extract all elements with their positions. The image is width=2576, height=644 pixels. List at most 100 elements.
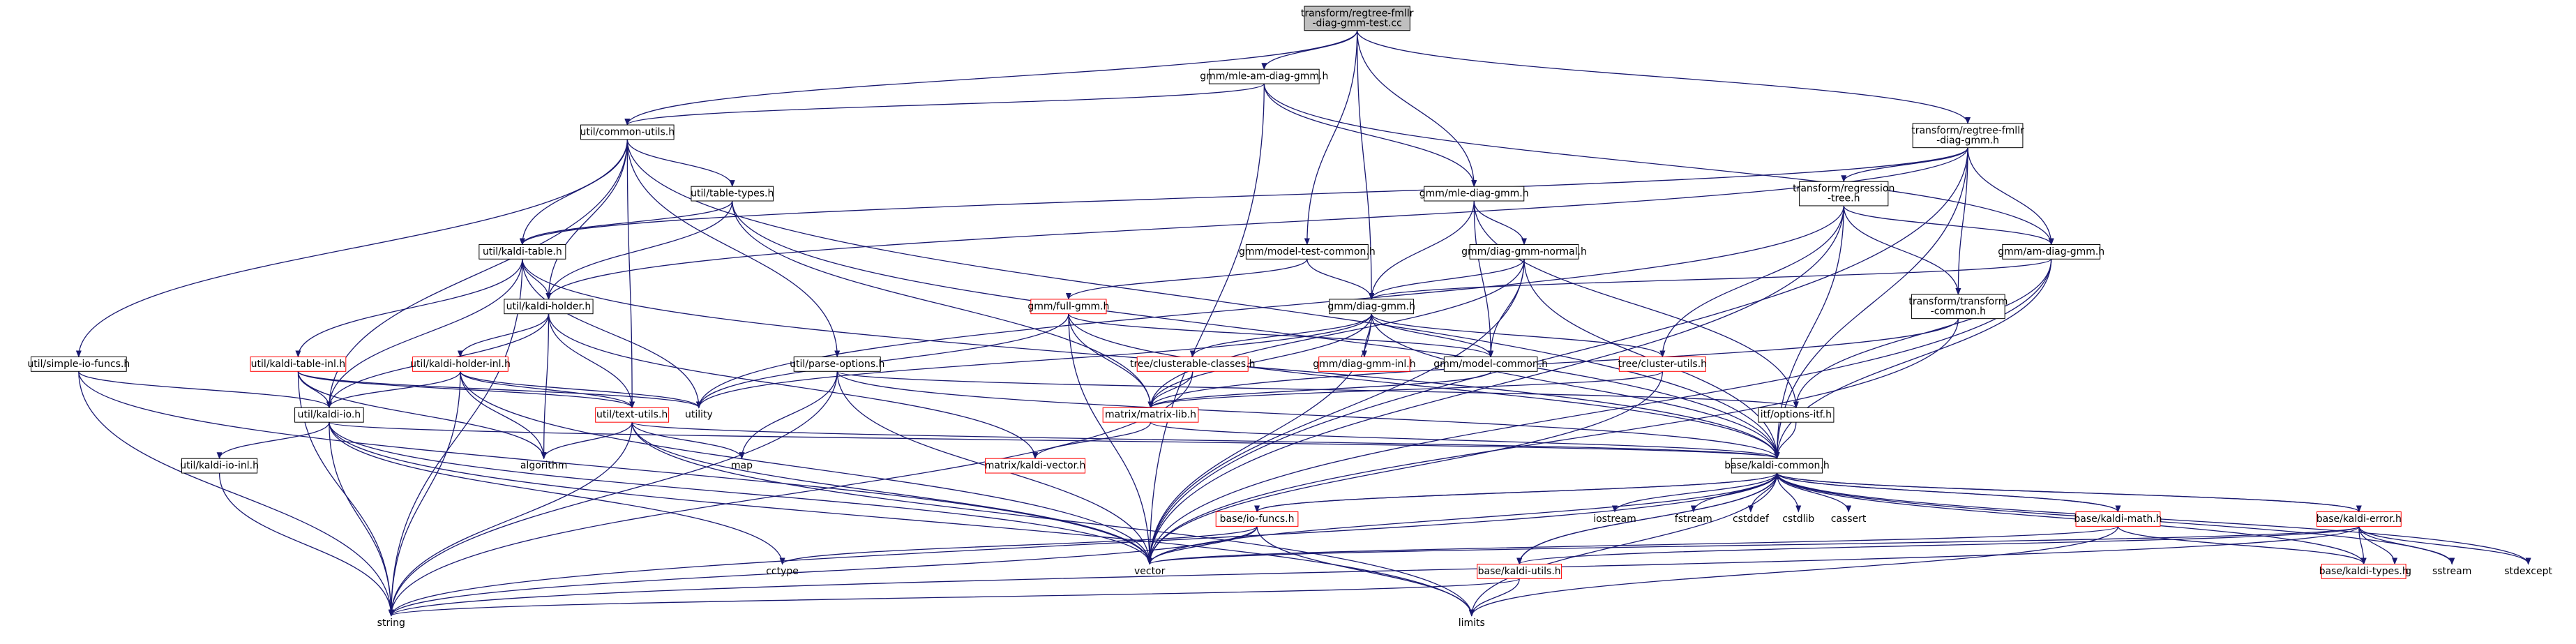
node-box-root <box>1304 6 1410 31</box>
node-label-io_funcs: base/io-funcs.h <box>1220 514 1295 525</box>
edge-kaldi_common-to-limits <box>1468 473 1778 617</box>
node-mle_am[interactable]: gmm/mle-am-diag-gmm.h <box>1200 68 1328 84</box>
node-parse_options[interactable]: util/parse-options.h <box>790 356 884 372</box>
edge-transform_common-to-vector <box>1147 318 1959 565</box>
edge-kaldi_math-to-vector <box>1147 525 2119 565</box>
node-mle_diag[interactable]: gmm/mle-diag-gmm.h <box>1419 186 1529 202</box>
node-regression[interactable]: transform/regression-tree.h <box>1793 181 1895 207</box>
node-box-mle_am <box>1208 68 1320 84</box>
node-label-limits: limits <box>1459 617 1485 629</box>
node-label-regression: -tree.h <box>1828 193 1860 204</box>
node-label-io_inl: util/kaldi-io-inl.h <box>180 460 259 472</box>
node-clusterable[interactable]: tree/clusterable-classes.h <box>1130 356 1256 372</box>
node-label-simple_io: util/simple-io-funcs.h <box>27 359 130 370</box>
node-box-simple_io <box>30 356 127 372</box>
node-label-utility: utility <box>685 410 713 421</box>
edge-holder_inl-to-text_utils <box>460 371 635 409</box>
node-box-regtree_h <box>1912 123 2024 149</box>
node-io_funcs[interactable]: base/io-funcs.h <box>1215 511 1299 527</box>
edge-kaldi_error-to-string <box>389 525 2360 617</box>
edge-am_diag-to-diag_gmm <box>1369 258 2052 300</box>
node-cctype: cctype <box>766 566 799 577</box>
node-table_inl[interactable]: util/kaldi-table-inl.h <box>250 356 347 372</box>
node-kaldi_error[interactable]: base/kaldi-error.h <box>2317 511 2402 527</box>
node-box-io_inl <box>181 458 258 474</box>
node-label-string: string <box>377 617 405 629</box>
node-box-model_test <box>1245 244 1369 260</box>
node-label-kaldi_utils: base/kaldi-utils.h <box>1478 566 1561 577</box>
edge-root-to-model_test <box>1304 30 1358 246</box>
edge-regression-to-cluster_utils <box>1659 205 1844 358</box>
node-kaldi_types[interactable]: base/kaldi-types.h <box>2319 563 2409 579</box>
edge-matrix_lib-to-kaldi_common <box>1150 421 1780 460</box>
edge-kaldi_utils-to-kaldi_common <box>1519 472 1780 564</box>
node-limits: limits <box>1459 617 1485 629</box>
edge-regression-to-am_diag <box>1843 205 2054 246</box>
node-box-kaldi_io <box>294 407 364 423</box>
node-kaldi_math[interactable]: base/kaldi-math.h <box>2074 511 2162 527</box>
node-label-diag_gmm_inl: gmm/diag-gmm-inl.h <box>1313 359 1415 370</box>
node-regtree_h[interactable]: transform/regtree-fmllr-diag-gmm.h <box>1911 123 2024 149</box>
node-label-table_inl: util/kaldi-table-inl.h <box>251 359 346 370</box>
edge-kaldi_error-to-vector <box>1147 525 2360 565</box>
edge-diag_gmm-to-kaldi_common <box>1371 313 1780 460</box>
node-full_gmm[interactable]: gmm/full-gmm.h <box>1027 299 1109 315</box>
node-box-mle_diag <box>1424 186 1525 202</box>
edge-text_utils-to-vector <box>631 422 1153 565</box>
edge-regtree_h-to-kaldi_table <box>520 147 1968 246</box>
node-cassert: cassert <box>1831 514 1867 525</box>
node-layer: transform/regtree-fmllr-diag-gmm-test.cc… <box>27 6 2553 629</box>
edge-matrix_lib-to-kaldi_vector <box>1032 421 1152 460</box>
edge-model_test-to-full_gmm <box>1066 259 1308 300</box>
node-diag_gmm[interactable]: gmm/diag-gmm.h <box>1327 299 1415 315</box>
node-cluster_utils[interactable]: tree/cluster-utils.h <box>1618 356 1707 372</box>
edge-model_common-to-matrix_lib <box>1147 370 1491 409</box>
node-label-kaldi_common: base/kaldi-common.h <box>1724 460 1830 472</box>
node-kaldi_holder[interactable]: util/kaldi-holder.h <box>504 299 594 315</box>
node-options_itf[interactable]: itf/options-itf.h <box>1758 407 1835 423</box>
node-sstream: sstream <box>2432 566 2471 577</box>
node-label-transform_common: transform/transform <box>1908 296 2008 307</box>
node-diag_gmm_inl[interactable]: gmm/diag-gmm-inl.h <box>1313 356 1416 372</box>
node-model_common[interactable]: gmm/model-common.h <box>1433 356 1548 372</box>
edge-mle_diag-to-diag_normal <box>1473 200 1527 246</box>
edge-mle_diag-to-diag_gmm <box>1369 201 1475 300</box>
node-holder_inl[interactable]: util/kaldi-holder-inl.h <box>410 356 511 372</box>
node-box-kaldi_holder <box>504 299 594 315</box>
edge-regtree_h-to-kaldi_common <box>1774 147 1968 460</box>
node-simple_io[interactable]: util/simple-io-funcs.h <box>27 356 130 372</box>
node-label-kaldi_io: util/kaldi-io.h <box>298 410 361 421</box>
node-kaldi_table[interactable]: util/kaldi-table.h <box>479 244 566 260</box>
edge-regtree_h-to-kaldi_holder <box>545 147 1968 300</box>
node-model_test[interactable]: gmm/model-test-common.h <box>1239 244 1376 260</box>
node-box-kaldi_utils <box>1477 563 1562 579</box>
edge-root-to-common_utils <box>624 30 1358 126</box>
edge-table_types-to-kaldi_holder <box>545 201 733 300</box>
node-label-root: transform/regtree-fmllr <box>1301 8 1414 19</box>
edge-kaldi_utils-to-string <box>389 578 1520 617</box>
edge-common_utils-to-simple_io <box>75 139 628 358</box>
node-box-table_inl <box>250 356 347 372</box>
edge-cluster_utils-to-vector <box>1147 371 1663 565</box>
node-box-model_common <box>1443 356 1538 372</box>
node-common_utils[interactable]: util/common-utils.h <box>580 124 675 140</box>
node-kaldi_common[interactable]: base/kaldi-common.h <box>1724 458 1830 474</box>
node-kaldi_io[interactable]: util/kaldi-io.h <box>294 407 364 423</box>
node-label-kaldi_math: base/kaldi-math.h <box>2074 514 2162 525</box>
node-table_types[interactable]: util/table-types.h <box>691 186 774 202</box>
node-am_diag[interactable]: gmm/am-diag-gmm.h <box>1998 244 2104 260</box>
node-matrix_lib[interactable]: matrix/matrix-lib.h <box>1102 407 1199 423</box>
edge-kaldi_common-to-vector <box>1147 472 1778 565</box>
edge-mle_am-to-am_diag <box>1263 84 2054 246</box>
node-transform_common[interactable]: transform/transform-common.h <box>1908 294 2008 320</box>
node-kaldi_utils[interactable]: base/kaldi-utils.h <box>1477 563 1562 579</box>
node-label-mle_diag: gmm/mle-diag-gmm.h <box>1419 188 1529 200</box>
node-root[interactable]: transform/regtree-fmllr-diag-gmm-test.cc <box>1301 6 1414 31</box>
node-kaldi_vector[interactable]: matrix/kaldi-vector.h <box>985 458 1086 474</box>
node-text_utils[interactable]: util/text-utils.h <box>595 407 670 423</box>
edge-kaldi_error-to-cstring <box>2358 526 2398 565</box>
node-diag_normal[interactable]: gmm/diag-gmm-normal.h <box>1461 244 1587 260</box>
edge-kaldi_error-to-kaldi_utils <box>1516 525 2360 565</box>
edge-io_funcs-to-string <box>388 526 1258 617</box>
node-io_inl[interactable]: util/kaldi-io-inl.h <box>180 458 259 474</box>
